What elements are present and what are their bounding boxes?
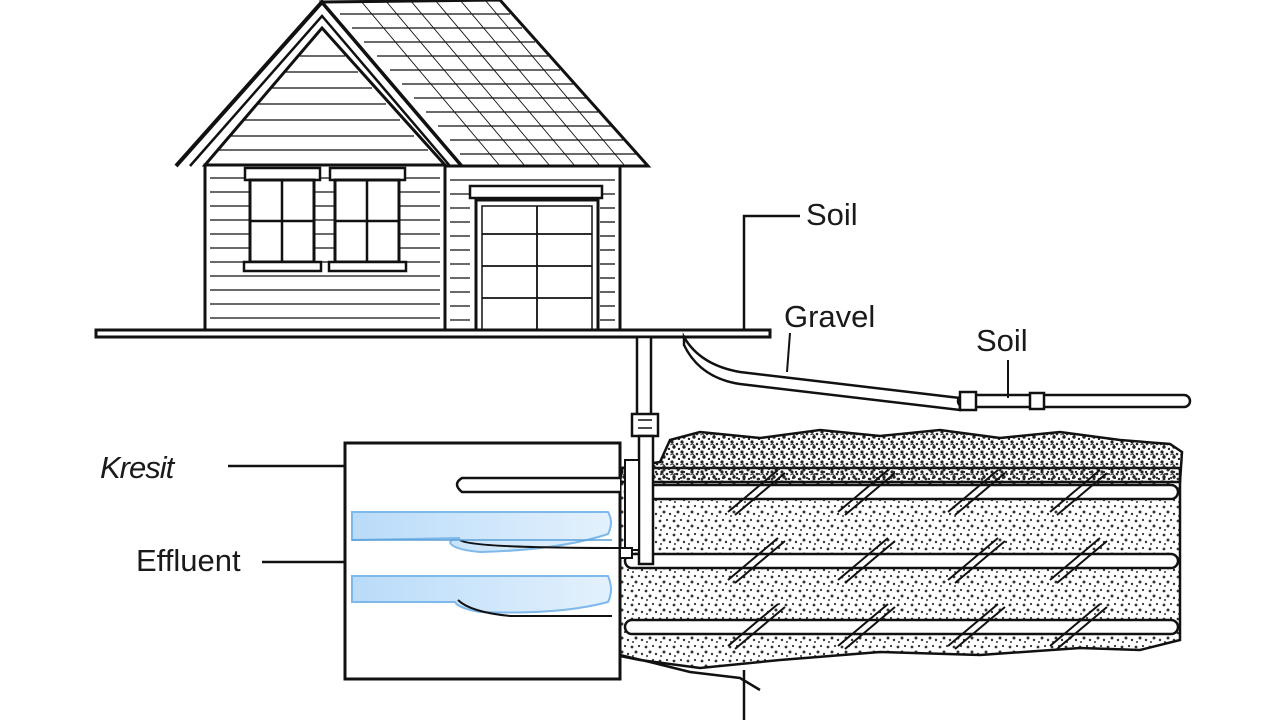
label-gravel: Gravel	[784, 299, 876, 334]
pipe-3	[623, 618, 1180, 636]
label-tank: Kresit	[100, 450, 174, 485]
outlet-coupling-2	[1028, 391, 1046, 411]
leader-lines	[228, 214, 1009, 720]
label-effluent: Effluent	[136, 543, 241, 578]
label-soil-top: Soil	[806, 197, 858, 232]
label-soil-right: Soil	[976, 323, 1028, 358]
leader-soil-top	[742, 214, 800, 330]
leader-gravel	[786, 332, 791, 373]
house	[174, 0, 652, 332]
soil-cap	[618, 428, 1184, 484]
garage-door	[468, 184, 604, 332]
effluent-layer-2	[351, 575, 612, 614]
tank-inlet-baffle	[455, 476, 620, 494]
ground-line	[94, 328, 772, 339]
pipe-perforations	[727, 469, 1108, 650]
house-gable	[201, 25, 449, 167]
septic-tank	[343, 441, 633, 681]
effluent-layer-1	[351, 511, 612, 554]
window-left	[242, 166, 323, 273]
pipe-coupling	[630, 412, 660, 438]
distribution-pipes	[623, 483, 1180, 636]
inlet-pipe	[624, 335, 660, 566]
pipe-2	[623, 552, 1180, 570]
window-right	[327, 166, 408, 273]
pipe-1	[623, 483, 1180, 501]
outlet-pipe	[682, 332, 1192, 412]
outlet-coupling-1	[958, 390, 978, 412]
